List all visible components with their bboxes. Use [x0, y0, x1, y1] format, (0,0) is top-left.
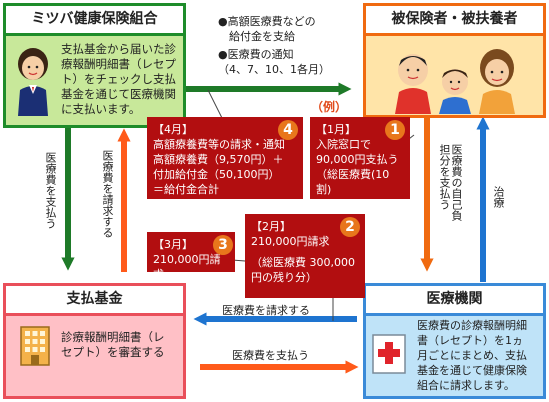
- step4-box: 【4月】 高額療養費等の請求・通知 高額療養費（9,570円）＋ 付加給付金（5…: [147, 117, 303, 199]
- step4-circle: 4: [278, 120, 298, 140]
- family-icon: [391, 44, 521, 114]
- top-notes: ●高額医療費などの 給付金を支給 ●医療費の通知 （4、7、10、1各月）: [218, 15, 330, 76]
- label-union-to-fund: 医療費を支払う: [44, 152, 57, 229]
- fund-title: 支払基金: [6, 286, 183, 316]
- step1-circle: 1: [385, 120, 405, 140]
- building-icon: [20, 326, 50, 366]
- example-label: （例）: [311, 100, 348, 114]
- label-insured-to-medical: 医療費の自己負担分を支払う: [438, 144, 463, 221]
- fund-description: 診療報酬明細書（レ セプト）を審査する: [61, 330, 165, 359]
- union-description: 支払基金から届いた診 療報酬明細書（レセプ ト）をチェックし支払 基金を通じて医…: [61, 42, 176, 116]
- label-fund-to-union: 医療費を請求する: [101, 150, 114, 238]
- insured-box: 被保険者・被扶養者: [363, 3, 546, 118]
- union-title: ミツバ健康保険組合: [6, 6, 183, 36]
- label-medical-to-fund: 医療費を請求する: [222, 304, 310, 317]
- union-person-icon: [12, 46, 54, 116]
- label-fund-to-medical: 医療費を支払う: [232, 349, 309, 362]
- fund-box: 支払基金 診療報酬明細書（レ セプト）を審査する: [3, 283, 186, 399]
- medical-box: 医療機関 医療費の診療報酬明細 書（レセプト）を1ヵ 月ごとにまとめ、支払 基金…: [363, 283, 546, 399]
- connector-step4: [207, 89, 223, 119]
- medical-description: 医療費の診療報酬明細 書（レセプト）を1ヵ 月ごとにまとめ、支払 基金を通じて健…: [417, 319, 527, 392]
- medical-title: 医療機関: [366, 286, 543, 316]
- hospital-icon: [372, 334, 406, 374]
- label-medical-to-insured: 治療: [492, 186, 505, 208]
- union-box: ミツバ健康保険組合 支払基金から届いた診 療報酬明細書（レセプ ト）をチェックし…: [3, 3, 186, 128]
- step3-circle: 3: [213, 235, 233, 255]
- step2-circle: 2: [340, 217, 360, 237]
- insured-title: 被保険者・被扶養者: [366, 6, 543, 36]
